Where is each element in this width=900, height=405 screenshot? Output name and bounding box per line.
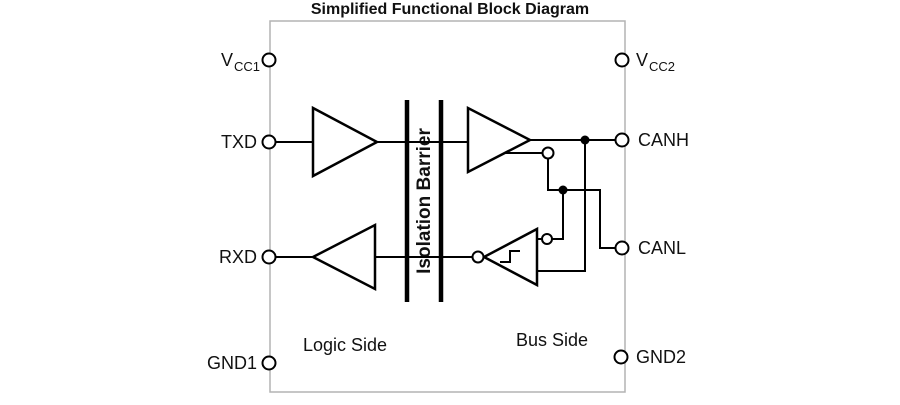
svg-text:CC1: CC1 — [234, 59, 260, 74]
bus-side-label: Bus Side — [516, 330, 588, 350]
svg-text:V: V — [221, 50, 233, 70]
pin-canh-label: CANH — [638, 130, 689, 150]
pin-vcc2-label: V CC2 — [636, 50, 675, 74]
isolation-barrier-label: Isolation Barrier — [414, 128, 435, 274]
diagram-title: Simplified Functional Block Diagram — [311, 1, 589, 18]
wire-receiver-input-top-b — [552, 190, 564, 240]
chip-outline — [269, 20, 626, 393]
wire-receiver-input-bottom — [537, 140, 586, 272]
pin-gnd2-label: GND2 — [636, 347, 686, 367]
pin-canl-label: CANL — [638, 238, 686, 258]
wire-bubble-to-canl — [547, 158, 616, 249]
pin-gnd2-terminal — [613, 349, 629, 365]
pin-rxd-terminal — [261, 249, 277, 265]
pin-terminals — [261, 52, 630, 371]
pin-canl-terminal — [614, 240, 630, 256]
junction-dot-canl — [558, 185, 568, 195]
pin-txd-terminal — [261, 134, 277, 150]
junction-dot-canh — [580, 135, 590, 145]
pin-vcc2-terminal — [614, 52, 630, 68]
receiver-output-bubble — [471, 250, 485, 264]
pin-vcc1-label: V CC1 — [221, 50, 260, 74]
hysteresis-icon — [500, 250, 520, 263]
driver-inverting-output-bubble — [541, 146, 555, 160]
pin-gnd1-terminal — [261, 355, 277, 371]
receiver-input-bubble — [541, 233, 553, 245]
txd-buffer-symbol — [311, 105, 380, 179]
pin-vcc1-terminal — [261, 52, 277, 68]
svg-text:V: V — [636, 50, 648, 70]
pin-gnd1-label: GND1 — [207, 353, 257, 373]
pin-rxd-label: RXD — [219, 247, 257, 267]
svg-text:CC2: CC2 — [649, 59, 675, 74]
pin-canh-terminal — [614, 132, 630, 148]
signal-wires — [275, 139, 616, 272]
logic-side-label: Logic Side — [303, 335, 387, 355]
can-driver-symbol — [466, 105, 533, 175]
pin-txd-label: TXD — [221, 132, 257, 152]
rxd-buffer-symbol — [310, 222, 377, 292]
